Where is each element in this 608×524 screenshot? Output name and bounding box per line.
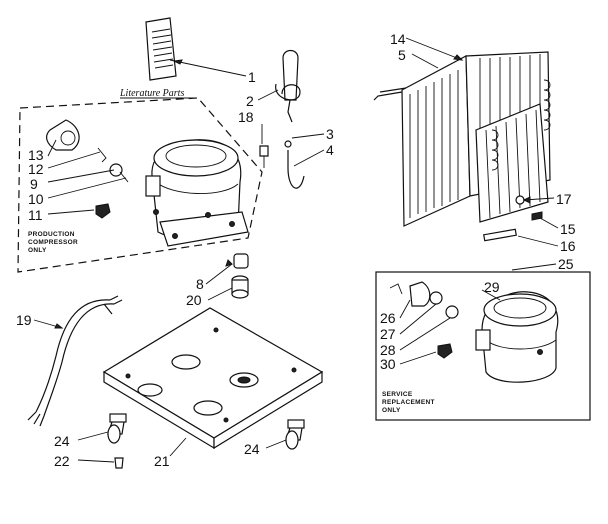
callout-13: 13 <box>28 147 44 163</box>
spacer-rod <box>483 228 517 242</box>
callout-4: 4 <box>326 142 334 158</box>
spacer <box>231 275 249 299</box>
production-note-line2: COMPRESSOR <box>28 239 78 246</box>
grommet <box>233 253 249 269</box>
leader-arrows <box>54 54 531 329</box>
callout-18: 18 <box>238 109 254 125</box>
callout-8: 8 <box>196 276 204 292</box>
service-replacement-boundary <box>375 271 591 421</box>
callout-30: 30 <box>380 356 396 372</box>
callout-28: 28 <box>380 342 396 358</box>
production-compressor-boundary <box>17 97 263 273</box>
callout-11: 11 <box>28 207 43 223</box>
coil-assembly <box>373 51 551 227</box>
callouts: 1 2 3 4 5 8 9 10 11 12 13 14 15 16 17 18… <box>16 31 576 469</box>
production-note-line3: ONLY <box>28 247 47 254</box>
service-note-line3: ONLY <box>382 407 401 414</box>
wire-harness <box>27 295 123 427</box>
service-overload-cover <box>409 281 431 307</box>
service-terminal-cap <box>437 343 453 359</box>
production-note-line1: PRODUCTION <box>28 231 75 238</box>
callout-9: 9 <box>30 176 38 192</box>
callout-3: 3 <box>326 126 334 142</box>
callout-27: 27 <box>380 326 396 342</box>
callout-26: 26 <box>380 310 396 326</box>
callout-10: 10 <box>28 191 44 207</box>
terminal-cap <box>95 203 111 219</box>
callout-29: 29 <box>484 279 500 295</box>
callout-21: 21 <box>154 453 170 469</box>
callout-14: 14 <box>390 31 406 47</box>
callout-2: 2 <box>246 93 254 109</box>
callout-15: 15 <box>560 221 576 237</box>
callout-1: 1 <box>248 69 256 85</box>
callout-12: 12 <box>28 161 44 177</box>
overload-protector <box>109 163 129 183</box>
callout-5: 5 <box>398 47 406 63</box>
service-note-line2: REPLACEMENT <box>382 399 435 406</box>
callout-25: 25 <box>558 256 574 272</box>
literature-caption: Literature Parts <box>119 88 184 99</box>
service-compressor <box>475 291 559 383</box>
callout-24-left: 24 <box>54 433 70 449</box>
service-relay <box>429 291 443 305</box>
screw <box>114 457 124 469</box>
base-pan <box>102 307 324 450</box>
relay-clip <box>97 147 107 163</box>
production-compressor <box>145 139 249 247</box>
caster-left <box>107 413 127 444</box>
callout-19: 19 <box>16 312 32 328</box>
service-note-line1: SERVICE <box>382 391 413 398</box>
service-protector <box>445 305 459 319</box>
overload-cover <box>46 119 80 151</box>
callout-17: 17 <box>556 191 572 207</box>
callout-16: 16 <box>560 238 576 254</box>
literature-booklet <box>145 17 177 81</box>
callout-20: 20 <box>186 292 202 308</box>
drier-and-tubing <box>259 49 305 189</box>
callout-24-right: 24 <box>244 441 260 457</box>
callout-22: 22 <box>54 453 70 469</box>
caster-right <box>285 419 305 450</box>
